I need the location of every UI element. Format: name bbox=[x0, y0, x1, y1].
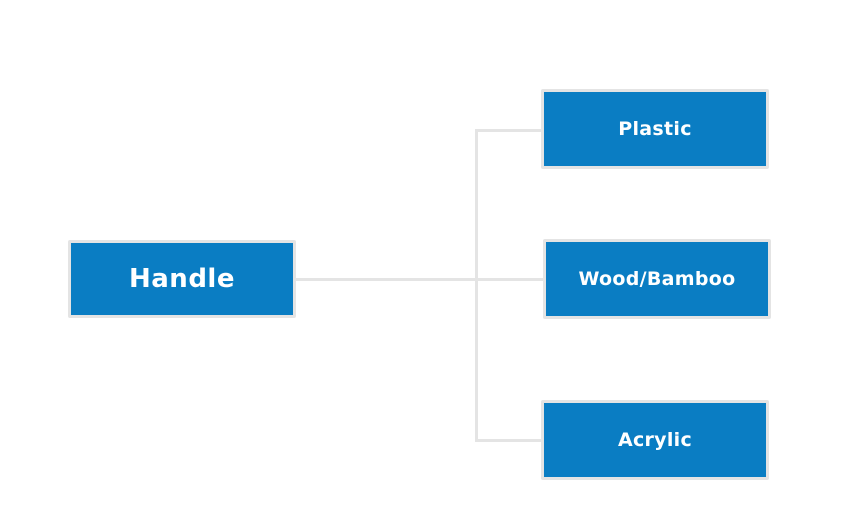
node-acrylic: Acrylic bbox=[541, 400, 769, 480]
node-plastic: Plastic bbox=[541, 89, 769, 169]
node-plastic-label: Plastic bbox=[618, 118, 692, 140]
node-wood-bamboo-label: Wood/Bamboo bbox=[578, 268, 736, 290]
node-wood-bamboo: Wood/Bamboo bbox=[543, 239, 771, 319]
node-handle-label: Handle bbox=[129, 264, 235, 294]
node-handle: Handle bbox=[68, 240, 296, 318]
connector-to-plastic bbox=[475, 129, 545, 132]
connector-to-acrylic bbox=[475, 439, 545, 442]
connector-root-to-trunk bbox=[295, 278, 545, 281]
node-acrylic-label: Acrylic bbox=[617, 429, 693, 451]
connector-trunk-vertical bbox=[475, 129, 478, 442]
